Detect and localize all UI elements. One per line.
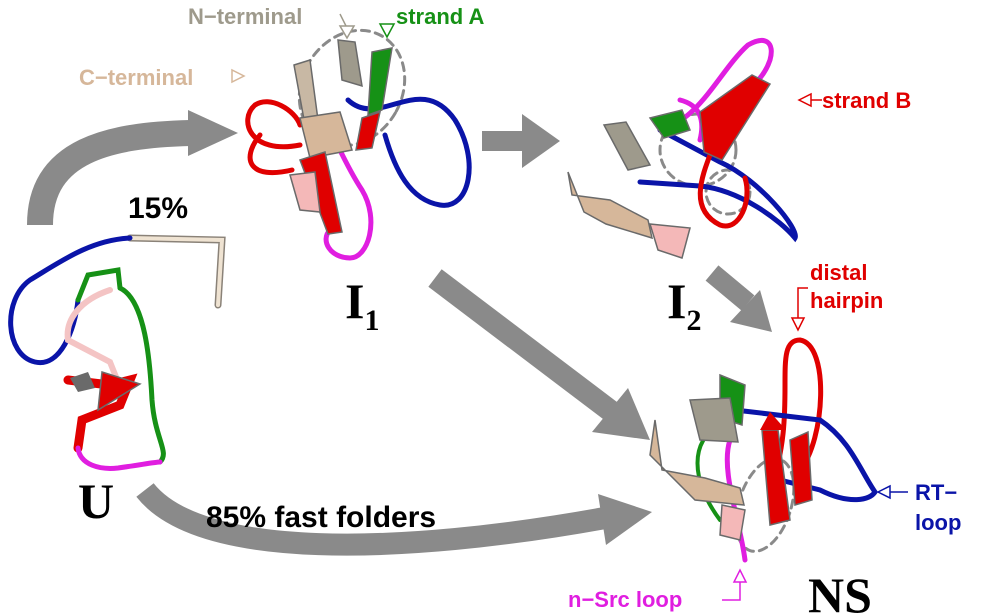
state-label-i1-base: I	[345, 273, 364, 329]
arrow-i1-to-ns-head	[592, 388, 650, 440]
arrow-u-to-i1-head	[188, 110, 238, 156]
pointer-n-terminal	[339, 13, 347, 27]
annotation-c-terminal: C−terminal	[79, 65, 246, 90]
arrow-i1-to-i2	[482, 131, 524, 151]
state-label-ns: NS	[808, 567, 872, 615]
label-distal-hairpin-line1: distal	[810, 260, 867, 285]
label-distal-hairpin-line2: hairpin	[810, 288, 883, 313]
state-label-u: U	[78, 473, 114, 529]
label-strand-a: strand A	[396, 4, 485, 29]
arrow-u-to-ns-head	[598, 494, 652, 545]
arrow-i1-to-ns	[428, 269, 619, 421]
annotation-n-terminal: N−terminal	[188, 4, 356, 40]
annotation-n-src-loop: n−Src loop	[568, 568, 748, 612]
label-strand-b: strand B	[822, 88, 911, 113]
arrow-i2-to-ns	[705, 265, 755, 311]
arrow-u-to-i1	[27, 120, 191, 226]
label-n-terminal: N−terminal	[188, 4, 302, 29]
state-label-i2: I2	[667, 273, 701, 337]
arrow-i1-to-i2-head	[522, 114, 560, 168]
label-rt-loop-line1: RT−	[915, 480, 957, 505]
fast-pathway-label: 85% fast folders	[206, 501, 436, 534]
label-n-src-loop: n−Src loop	[568, 587, 682, 612]
annotation-distal-hairpin: distal hairpin	[790, 260, 883, 332]
structure-unfolded	[8, 234, 226, 471]
label-c-terminal: C−terminal	[79, 65, 193, 90]
slow-pathway-percent: 15%	[128, 192, 188, 225]
annotation-strand-b: strand B	[797, 88, 911, 113]
structure-i2	[567, 38, 798, 259]
structure-i1	[245, 28, 472, 261]
structure-native	[649, 337, 878, 563]
annotation-strand-a: strand A	[378, 4, 485, 39]
state-label-i2-base: I	[667, 273, 686, 329]
state-label-i1: I1	[345, 273, 379, 337]
contact-circle-i2b	[704, 168, 752, 216]
label-rt-loop-line2: loop	[915, 510, 961, 535]
annotation-rt-loop: RT− loop	[876, 480, 961, 535]
state-label-i2-sub: 2	[686, 304, 701, 337]
arrow-i2-to-ns-head	[730, 290, 772, 332]
arrow-u-to-ns	[136, 482, 607, 556]
state-label-i1-sub: 1	[364, 304, 379, 337]
pathway-arrows	[27, 110, 772, 556]
